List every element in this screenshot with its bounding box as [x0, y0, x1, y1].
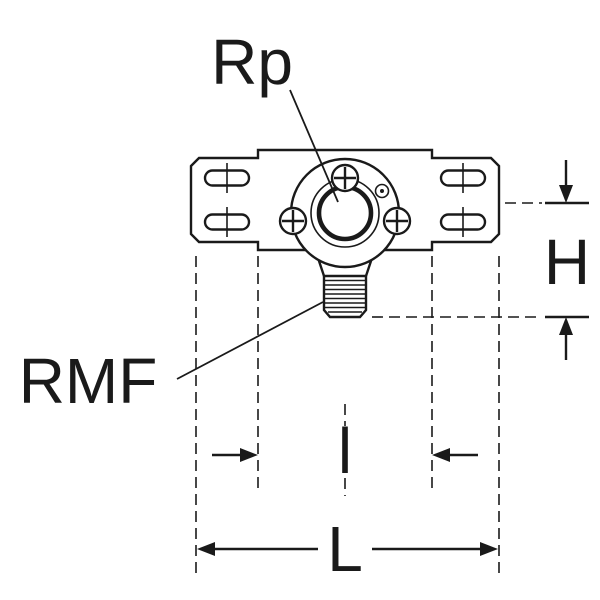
vent-hole-ring: [374, 183, 390, 199]
dim-l-right-head: [432, 448, 450, 462]
dim-h-arrow-up-head: [559, 317, 573, 335]
dimension-l-overall: [197, 542, 498, 556]
vent-hole-dot: [380, 189, 384, 193]
vent-hole: [374, 183, 390, 199]
leader-rp: [289, 89, 339, 203]
dim-L-left-head: [197, 542, 215, 556]
nipple-thread-body: [322, 274, 368, 319]
dim-h-arrow-down-head: [559, 185, 573, 203]
dimension-l-inner: [212, 448, 478, 462]
leader-lines: [176, 89, 339, 380]
leader-rmf: [176, 301, 324, 380]
extension-lines: [195, 202, 542, 576]
dim-L-right-head: [480, 542, 498, 556]
threaded-nipple: [316, 257, 374, 319]
dim-l-left-head: [240, 448, 258, 462]
top-screw: [330, 163, 360, 193]
dimension-h: [545, 160, 589, 360]
thread-lines: [325, 279, 365, 313]
label-h: H: [544, 226, 590, 298]
label-l-overall: L: [327, 513, 363, 585]
label-rp: Rp: [211, 26, 293, 98]
labels: Rp RMF H l L: [19, 26, 590, 585]
label-l-inner: l: [338, 415, 352, 487]
mounting-slots: [203, 163, 487, 237]
fitting-drawing: [189, 148, 501, 319]
side-port-left: [278, 206, 308, 236]
label-rmf: RMF: [19, 345, 158, 417]
side-port-right: [382, 206, 412, 236]
